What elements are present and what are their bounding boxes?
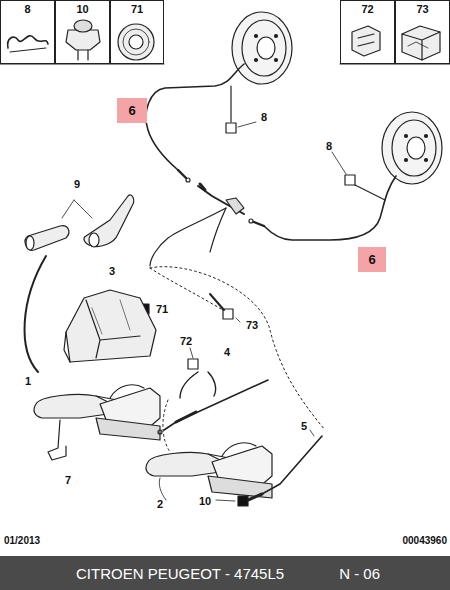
callout-number: 10 [76,3,88,15]
lever-boot [64,290,156,362]
rear-cable [146,64,396,240]
callout-number: 72 [179,335,193,347]
equalizer [150,184,244,266]
callout-number: 6 [128,103,135,118]
title-text: N - 06 [339,565,380,582]
callout-number: 72 [361,3,373,15]
inset-cell: 71 [110,0,164,64]
callout-number: 73 [245,319,259,331]
inset-cell: 8 [0,0,55,64]
callout-number: 1 [24,375,32,387]
callout-number: 6 [368,252,375,267]
callout-number: 9 [73,178,81,190]
callout-number: 5 [300,420,308,432]
front-cable [159,430,322,506]
inset-cell: 72 [340,0,395,64]
inset-cell: 10 [55,0,110,64]
callout-number: 8 [260,111,268,123]
footer-note: 00043960 [402,535,449,546]
handbrake-lever [34,385,160,460]
callout-number: 71 [131,3,143,15]
cable-routing [150,267,325,452]
callout-number: 2 [156,498,164,510]
front-cable [158,348,268,434]
callout-number: 8 [325,140,333,152]
callout-box: 6 [358,247,386,272]
callout-number: 7 [64,474,72,486]
callout-number: 73 [416,3,428,15]
callout-number: 10 [198,495,212,507]
callout-number: 3 [108,265,116,277]
callout-number: 4 [223,346,231,358]
callout-number: 71 [155,303,169,315]
footer-note: 01/2013 [3,535,41,546]
brake-drum [232,12,442,184]
title-text: CITROEN PEUGEOT - 4745L5 [76,565,284,582]
title-band: CITROEN PEUGEOT - 4745L5 N - 06 [0,556,450,590]
inset-icons [8,20,440,60]
callout-number: 8 [24,3,30,15]
inset-cell: 73 [395,0,450,64]
callout-box: 6 [117,98,147,123]
handbrake-lever [146,443,272,498]
